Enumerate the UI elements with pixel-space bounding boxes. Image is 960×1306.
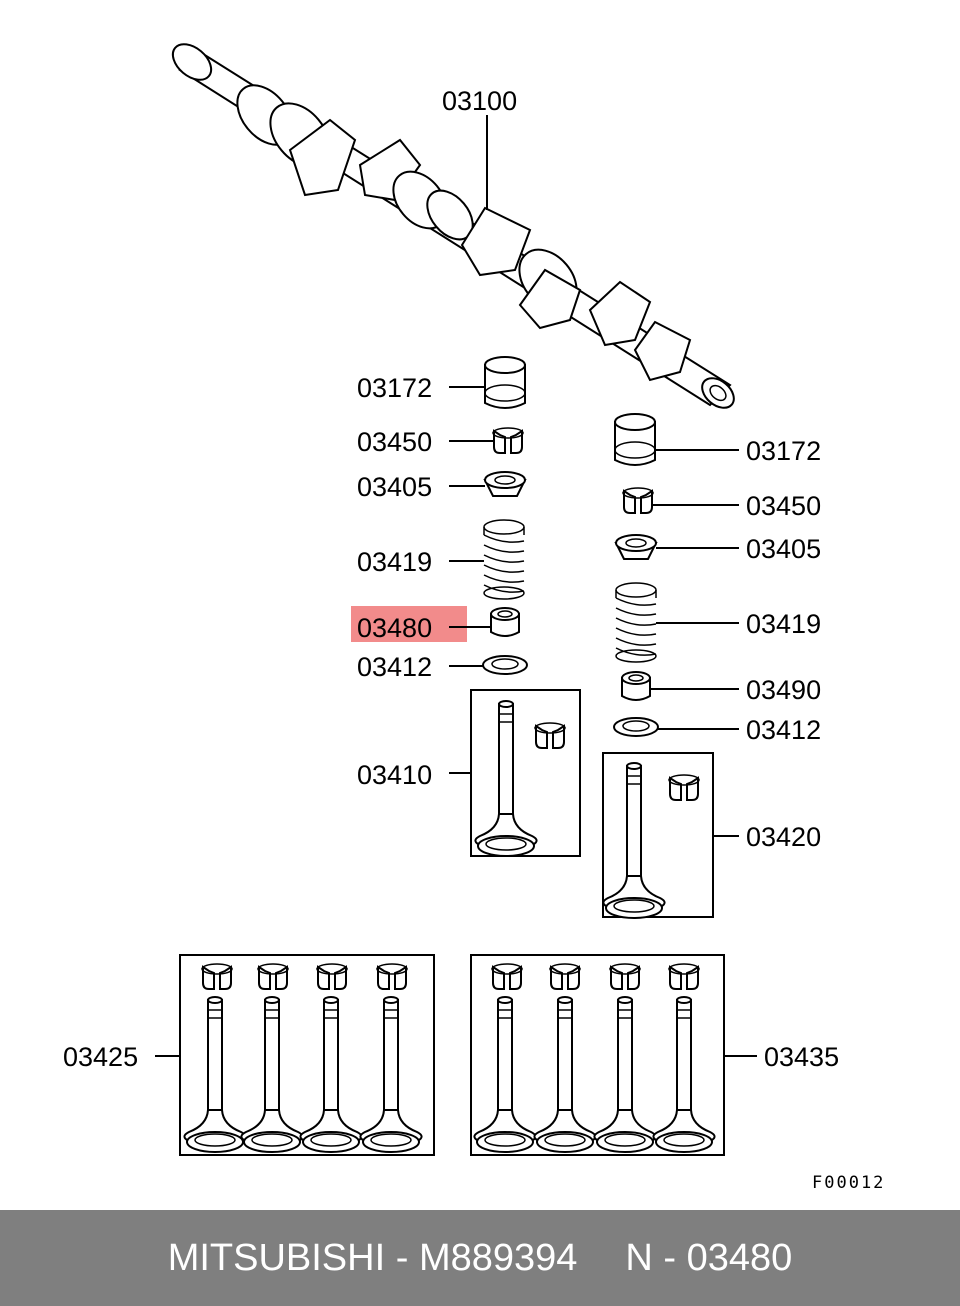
separator: - (652, 1236, 687, 1279)
label-right-03450: 03450 (746, 491, 821, 521)
label-03410: 03410 (357, 760, 432, 790)
ref-number: 03480 (686, 1236, 793, 1279)
part-number: M889394 (418, 1236, 578, 1279)
label-right-03172: 03172 (746, 436, 821, 466)
label-03100: 03100 (442, 86, 517, 116)
label-left-03172: 03172 (357, 373, 432, 403)
right-valve-stack (602, 413, 714, 919)
highlight-03480 (351, 606, 467, 642)
label-left-03450: 03450 (357, 427, 432, 457)
label-left-03405: 03405 (357, 472, 432, 502)
exhaust-valve-set (470, 954, 725, 1156)
ref-prefix: N (625, 1236, 653, 1279)
label-right-03419: 03419 (746, 609, 821, 639)
camshaft-drawing (171, 43, 735, 409)
label-right-03405: 03405 (746, 534, 821, 564)
separator: - (385, 1236, 419, 1279)
label-right-03412: 03412 (746, 715, 821, 745)
parts-diagram: 03100 03172 03450 03405 03419 03480 0341… (63, 43, 885, 1193)
label-left-03419: 03419 (357, 547, 432, 577)
label-left-03412: 03412 (357, 652, 432, 682)
footer-bar: MITSUBISHI - M889394 N - 03480 (0, 1210, 960, 1306)
label-03420: 03420 (746, 822, 821, 852)
brand-name: MITSUBISHI (167, 1236, 386, 1279)
label-03490: 03490 (746, 675, 821, 705)
figure-code: F00012 (812, 1173, 885, 1193)
left-valve-stack (470, 356, 581, 857)
label-03425: 03425 (63, 1042, 138, 1072)
leader-lines (155, 115, 757, 1057)
intake-valve-set (179, 954, 435, 1156)
label-03480: 03480 (357, 613, 432, 643)
label-03435: 03435 (764, 1042, 839, 1072)
